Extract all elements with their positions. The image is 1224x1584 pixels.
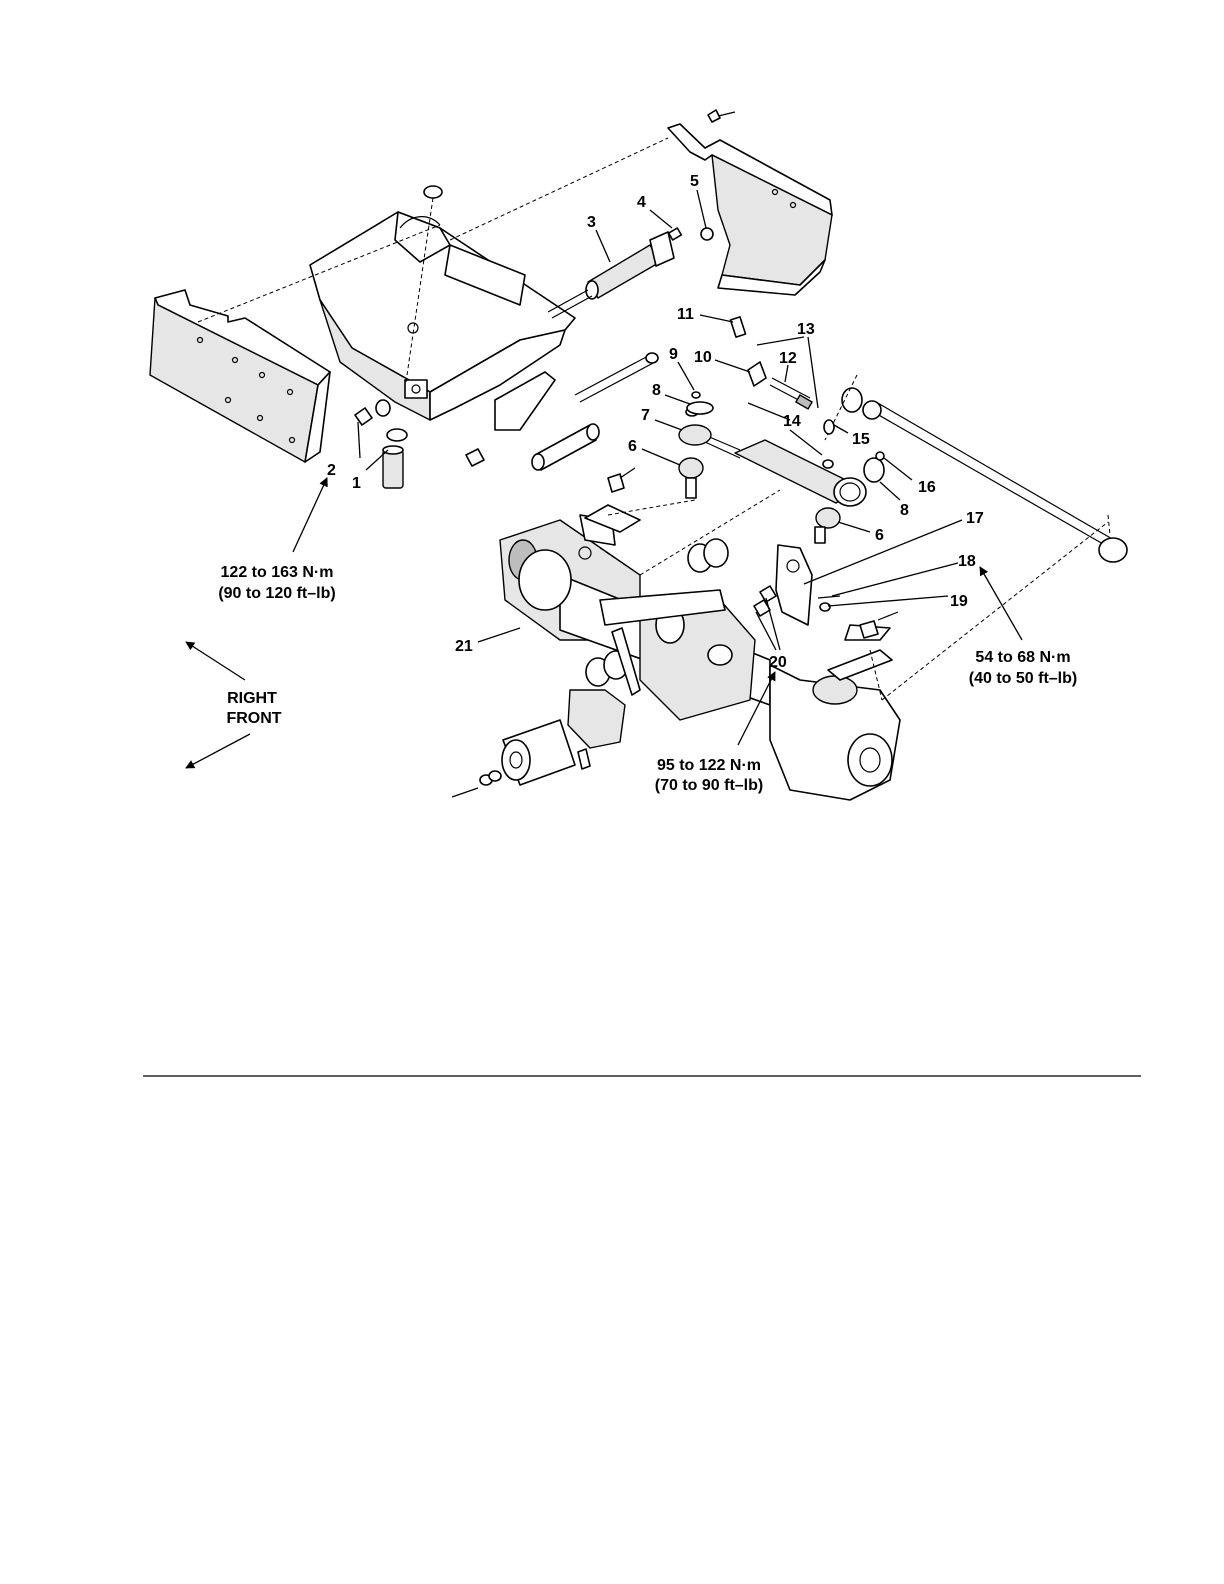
- callout-6a: 6: [628, 438, 637, 455]
- callout-19: 19: [950, 593, 968, 610]
- torque-spec-1-line1: 122 to 163 N·m: [221, 564, 334, 581]
- callout-17: 17: [966, 510, 984, 527]
- callout-16: 16: [918, 479, 936, 496]
- callout-21: 21: [455, 638, 473, 655]
- torque-spec-3-line2: (40 to 50 ft–lb): [969, 670, 1077, 687]
- callout-11: 11: [677, 306, 694, 323]
- callout-8a: 8: [652, 382, 661, 399]
- callout-15: 15: [852, 431, 870, 448]
- fittings-4-5: [669, 228, 713, 240]
- callout-18: 18: [958, 553, 976, 570]
- callout-1: 1: [352, 475, 361, 492]
- callout-6b: 6: [875, 527, 884, 544]
- callout-5: 5: [690, 173, 699, 190]
- pivot-hardware-1-2: [355, 400, 407, 488]
- callout-7: 7: [641, 407, 650, 424]
- callout-9: 9: [669, 346, 678, 363]
- callout-10: 10: [694, 349, 712, 366]
- torque-spec-3-line1: 54 to 68 N·m: [975, 649, 1070, 666]
- orientation-right: RIGHT: [227, 690, 277, 707]
- torque-spec-2-line2: (70 to 90 ft–lb): [655, 777, 763, 794]
- torque-spec-1-line2: (90 to 120 ft–lb): [218, 585, 335, 602]
- callout-2: 2: [327, 462, 336, 479]
- callout-8b: 8: [900, 502, 909, 519]
- callout-13: 13: [797, 321, 815, 338]
- callout-3: 3: [587, 214, 596, 231]
- orientation-front: FRONT: [226, 710, 281, 727]
- callout-12: 12: [779, 350, 797, 367]
- axle-mount-frame: [310, 212, 575, 430]
- rear-shield: [668, 110, 832, 295]
- hydraulic-fittings: [730, 317, 834, 468]
- orientation-label: RIGHT FRONT: [226, 690, 281, 727]
- steering-cylinder-upper: [548, 232, 674, 318]
- callout-20: 20: [769, 654, 787, 671]
- torque-spec-2-line1: 95 to 122 N·m: [657, 757, 761, 774]
- callout-4: 4: [637, 194, 646, 211]
- callout-14: 14: [783, 413, 801, 430]
- counterweight-plate: [150, 290, 330, 462]
- cylinder-bracket: [754, 545, 840, 625]
